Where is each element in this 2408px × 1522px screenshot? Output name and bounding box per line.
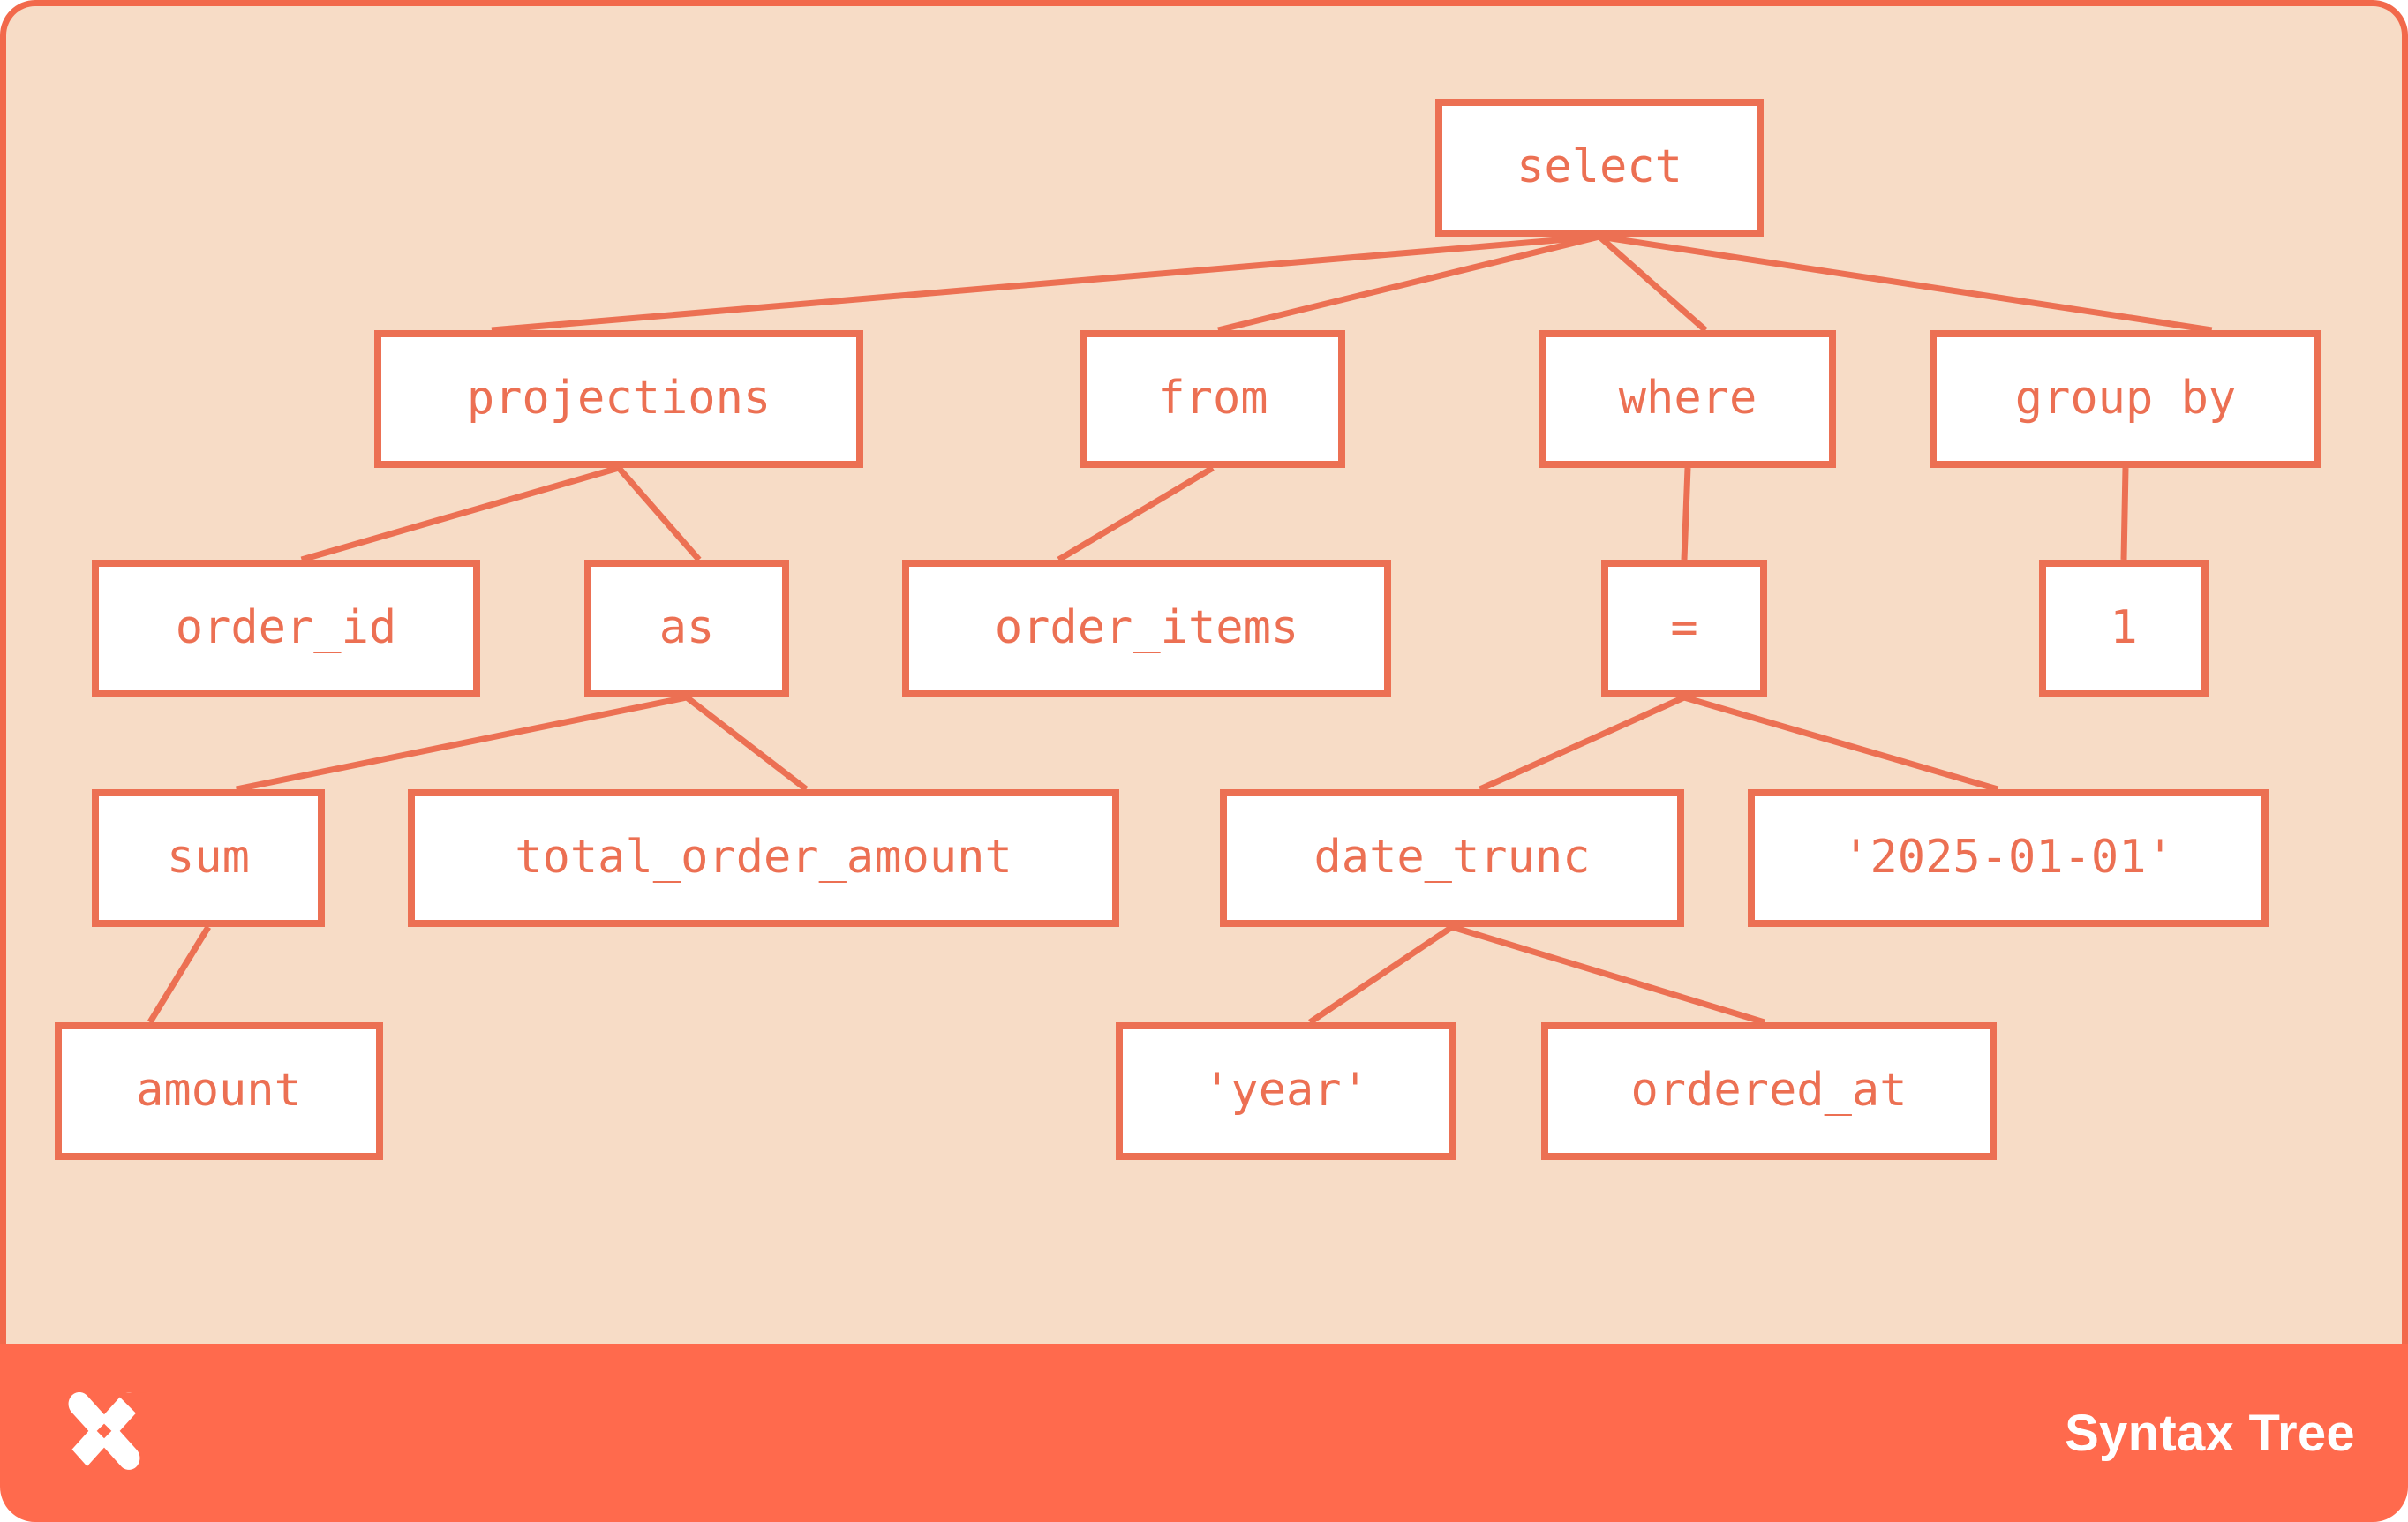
node-box — [2039, 560, 2209, 697]
node-label: from — [1157, 372, 1268, 425]
tree-node-order_items[interactable]: order_items — [902, 560, 1391, 697]
tree-node-one[interactable]: 1 — [2039, 560, 2209, 697]
node-box — [584, 560, 789, 697]
tree-node-from[interactable]: from — [1080, 330, 1345, 468]
node-label: amount — [136, 1064, 302, 1117]
tree-node-eq[interactable]: = — [1601, 560, 1767, 697]
tree-node-group_by[interactable]: group by — [1930, 330, 2321, 468]
node-box — [1748, 789, 2269, 927]
node-label: group by — [2015, 372, 2236, 425]
tree-node-order_id[interactable]: order_id — [92, 560, 480, 697]
tree-node-date_literal[interactable]: '2025-01-01' — [1748, 789, 2269, 927]
node-label: date_trunc — [1313, 831, 1590, 884]
node-box — [1080, 330, 1345, 468]
node-label: 1 — [2110, 601, 2137, 654]
node-box — [1435, 99, 1764, 237]
tree-node-year_literal[interactable]: 'year' — [1116, 1022, 1456, 1160]
tree-nodes: select projections from where group by order_… — [55, 99, 2321, 1160]
node-label: as — [659, 601, 715, 654]
tree-edge — [147, 925, 211, 1024]
footer-title: Syntax Tree — [2065, 1404, 2355, 1462]
tree-edge — [1599, 233, 2213, 334]
node-label: sum — [167, 831, 250, 884]
tree-edge — [684, 695, 809, 792]
node-box — [92, 560, 480, 697]
node-label: ordered_at — [1630, 1064, 1907, 1117]
node-box — [1930, 330, 2321, 468]
x-mark-logo — [58, 1387, 150, 1479]
node-label: order_items — [995, 601, 1298, 654]
tree-edge — [1683, 694, 1999, 793]
tree-node-where[interactable]: where — [1539, 330, 1836, 468]
node-box — [55, 1022, 383, 1160]
node-label: projections — [467, 372, 771, 425]
node-label: 'year' — [1203, 1064, 1369, 1117]
footer-bar: Syntax Tree — [0, 1344, 2408, 1522]
tree-edge — [235, 694, 688, 793]
tree-node-sum[interactable]: sum — [92, 789, 325, 927]
node-box — [1220, 789, 1684, 927]
node-box — [374, 330, 863, 468]
tree-edges — [147, 233, 2213, 1026]
node-label: = — [1670, 601, 1697, 654]
tree-edge — [1597, 234, 1708, 333]
node-label: select — [1516, 140, 1682, 193]
tree-edge — [300, 464, 620, 563]
tree-node-ordered_at[interactable]: ordered_at — [1541, 1022, 1997, 1160]
x-mark-logo-icon — [64, 1391, 147, 1473]
tree-edge — [2120, 467, 2129, 561]
node-box — [1116, 1022, 1456, 1160]
node-box — [902, 560, 1391, 697]
node-box — [408, 789, 1119, 927]
tree-node-date_trunc[interactable]: date_trunc — [1220, 789, 1684, 927]
tree-node-select[interactable]: select — [1435, 99, 1764, 237]
tree-graphic: select projections from where group by order_… — [55, 99, 2321, 1160]
tree-canvas: select projections from where group by order_… — [0, 0, 2408, 1377]
node-box — [92, 789, 325, 927]
tree-node-amount[interactable]: amount — [55, 1022, 383, 1160]
node-label: total_order_amount — [515, 831, 1012, 884]
tree-edge — [1479, 694, 1686, 793]
tree-edge — [1057, 464, 1215, 563]
tree-edge — [1217, 233, 1600, 334]
node-label: order_id — [176, 601, 396, 654]
node-box — [1539, 330, 1836, 468]
tree-edge — [1308, 924, 1454, 1025]
node-box — [1601, 560, 1767, 697]
node-label: where — [1619, 372, 1757, 425]
tree-edge — [491, 233, 1600, 334]
tree-edge — [616, 465, 702, 562]
tree-edge — [1450, 923, 1765, 1026]
tree-node-total_order_amount[interactable]: total_order_amount — [408, 789, 1119, 927]
node-box — [1541, 1022, 1997, 1160]
tree-node-as[interactable]: as — [584, 560, 789, 697]
node-label: '2025-01-01' — [1842, 831, 2174, 884]
tree-edge — [1681, 467, 1691, 561]
tree-node-projections[interactable]: projections — [374, 330, 863, 468]
